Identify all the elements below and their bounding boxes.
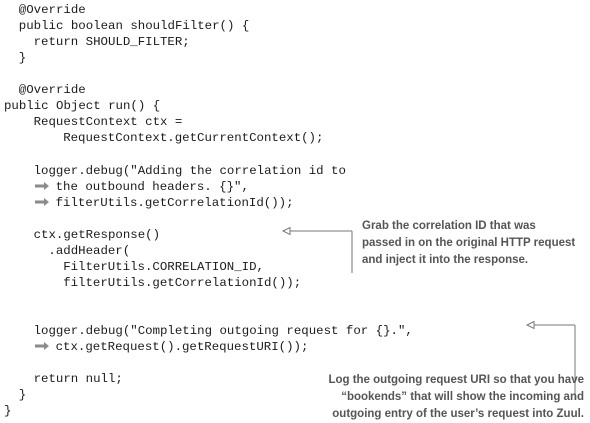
code-text: ctx.getRequest().getRequestURI()); — [55, 340, 309, 355]
arrowhead-left-icon — [525, 320, 535, 330]
code-line: @Override — [19, 82, 86, 98]
code-line: RequestContext.getCurrentContext(); — [63, 130, 323, 146]
code-line: @Override — [19, 2, 86, 18]
arrowhead-left-icon — [281, 226, 291, 236]
line-continuation-arrow-icon — [34, 181, 52, 191]
annotation-line: outgoing entry of the user’s request int… — [332, 408, 584, 420]
code-line: } — [19, 50, 26, 66]
code-line: filterUtils.getCorrelationId()); — [63, 275, 301, 291]
code-text: } — [4, 404, 12, 419]
code-text: logger.debug("Completing outgoing reques… — [33, 324, 413, 338]
code-text: } — [18, 388, 27, 403]
code-text: public Object run() { — [4, 99, 161, 114]
code-text: FilterUtils.CORRELATION_ID, — [63, 259, 264, 274]
code-text: @Override — [18, 83, 86, 98]
code-line: ctx.getResponse() — [34, 227, 160, 243]
annotation-line: and inject it into the response. — [362, 254, 529, 266]
code-text: filterUtils.getCorrelationId()); — [63, 275, 302, 290]
code-line: } — [19, 387, 26, 403]
code-text: public boolean shouldFilter() { — [18, 19, 250, 34]
code-line: return SHOULD_FILTER; — [34, 34, 190, 50]
code-text: return null; — [33, 372, 123, 387]
code-text: the outbound headers. {}", — [55, 179, 249, 194]
code-text: } — [18, 51, 27, 66]
code-line: logger.debug("Adding the correlation id … — [34, 163, 346, 179]
code-line: RequestContext ctx = — [34, 114, 183, 130]
annotation-line: Log the outgoing request URI so that you… — [328, 374, 584, 386]
code-line: the outbound headers. {}", — [34, 179, 249, 195]
connector-outgoing — [525, 320, 576, 400]
code-text: logger.debug("Adding the correlation id … — [33, 163, 346, 178]
annotation-line: passed in on the original HTTP request — [362, 237, 576, 249]
code-line: FilterUtils.CORRELATION_ID, — [63, 259, 264, 275]
line-continuation-arrow-icon — [34, 341, 52, 351]
code-line: .addHeader( — [48, 243, 130, 259]
annotation-correlation: Grab the correlation ID that was passed … — [362, 218, 575, 269]
code-line: public boolean shouldFilter() { — [19, 18, 250, 34]
annotation-line: “bookends” that will show the incoming a… — [341, 391, 584, 403]
annotation-line: Grab the correlation ID that was — [362, 220, 536, 232]
code-text: @Override — [18, 3, 86, 17]
code-line: public Object run() { — [4, 98, 160, 114]
code-text: RequestContext ctx = — [33, 115, 183, 130]
annotation-outgoing: Log the outgoing request URI so that you… — [328, 372, 584, 423]
line-continuation-arrow-icon — [34, 197, 52, 207]
code-text: filterUtils.getCorrelationId()); — [55, 195, 294, 210]
connector-correlation — [281, 226, 353, 273]
code-text: .addHeader( — [48, 243, 131, 258]
code-line: filterUtils.getCorrelationId()); — [34, 195, 294, 211]
code-line: } — [4, 403, 11, 419]
code-line: return null; — [34, 371, 123, 387]
code-text: RequestContext.getCurrentContext(); — [63, 131, 324, 146]
code-line: ctx.getRequest().getRequestURI()); — [34, 339, 309, 355]
code-line: logger.debug("Completing outgoing reques… — [34, 323, 413, 339]
code-text: return SHOULD_FILTER; — [33, 35, 190, 50]
code-text: ctx.getResponse() — [33, 227, 160, 242]
